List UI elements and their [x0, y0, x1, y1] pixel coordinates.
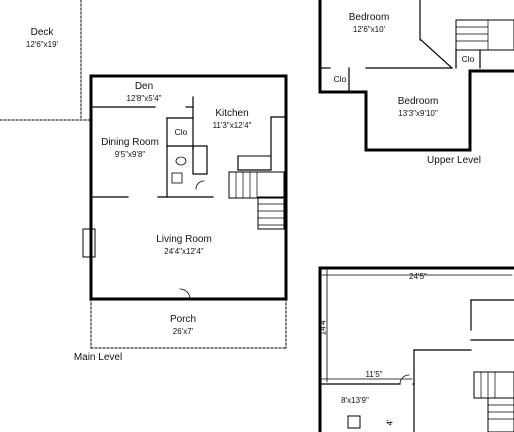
upper-level-label: Upper Level: [427, 155, 481, 166]
lower-left-dimension: 14'4": [318, 317, 328, 336]
lower-level-walls: [318, 266, 514, 432]
lower-top-dimension: 24'5": [409, 272, 427, 281]
deck-size: 12'6"x19': [25, 39, 59, 49]
den-name: Den: [134, 81, 154, 92]
porch-outline: [90, 298, 287, 349]
upper-bedroom-2-size: 13'3"x9'10": [398, 108, 438, 118]
upper-bedroom-1-name: Bedroom: [348, 12, 390, 23]
kitchen-name: Kitchen: [215, 108, 249, 119]
porch-name: Porch: [169, 314, 197, 325]
dining-room-size: 9'5"x9'8": [114, 149, 146, 159]
den-size: 12'8"x5'4": [126, 93, 162, 103]
lower-room-dimension: 8'x13'9": [341, 396, 369, 405]
upper-level-walls: [318, 0, 514, 152]
lower-mid-dimension: 11'5": [365, 370, 383, 379]
dining-room-name: Dining Room: [101, 137, 159, 148]
living-room-size: 24'4"x12'4": [164, 246, 204, 256]
closet-upper-right-label: Clo: [461, 54, 475, 64]
main-level-label: Main Level: [73, 352, 123, 363]
living-room-name: Living Room: [156, 234, 212, 245]
porch-size: 26'x7': [172, 326, 194, 336]
lower-partial-dimension: 4': [385, 419, 395, 426]
deck-outline: [0, 0, 92, 121]
upper-bedroom-1-size: 12'6"x10': [352, 24, 386, 34]
closet-upper-left-label: Clo: [333, 74, 347, 84]
upper-bedroom-2-name: Bedroom: [397, 96, 439, 107]
deck-name: Deck: [30, 27, 54, 38]
closet-main-label: Clo: [174, 127, 188, 137]
kitchen-size: 11'3"x12'4": [212, 120, 252, 130]
dimension-lines: [321, 269, 513, 383]
main-level-walls: [82, 74, 288, 301]
